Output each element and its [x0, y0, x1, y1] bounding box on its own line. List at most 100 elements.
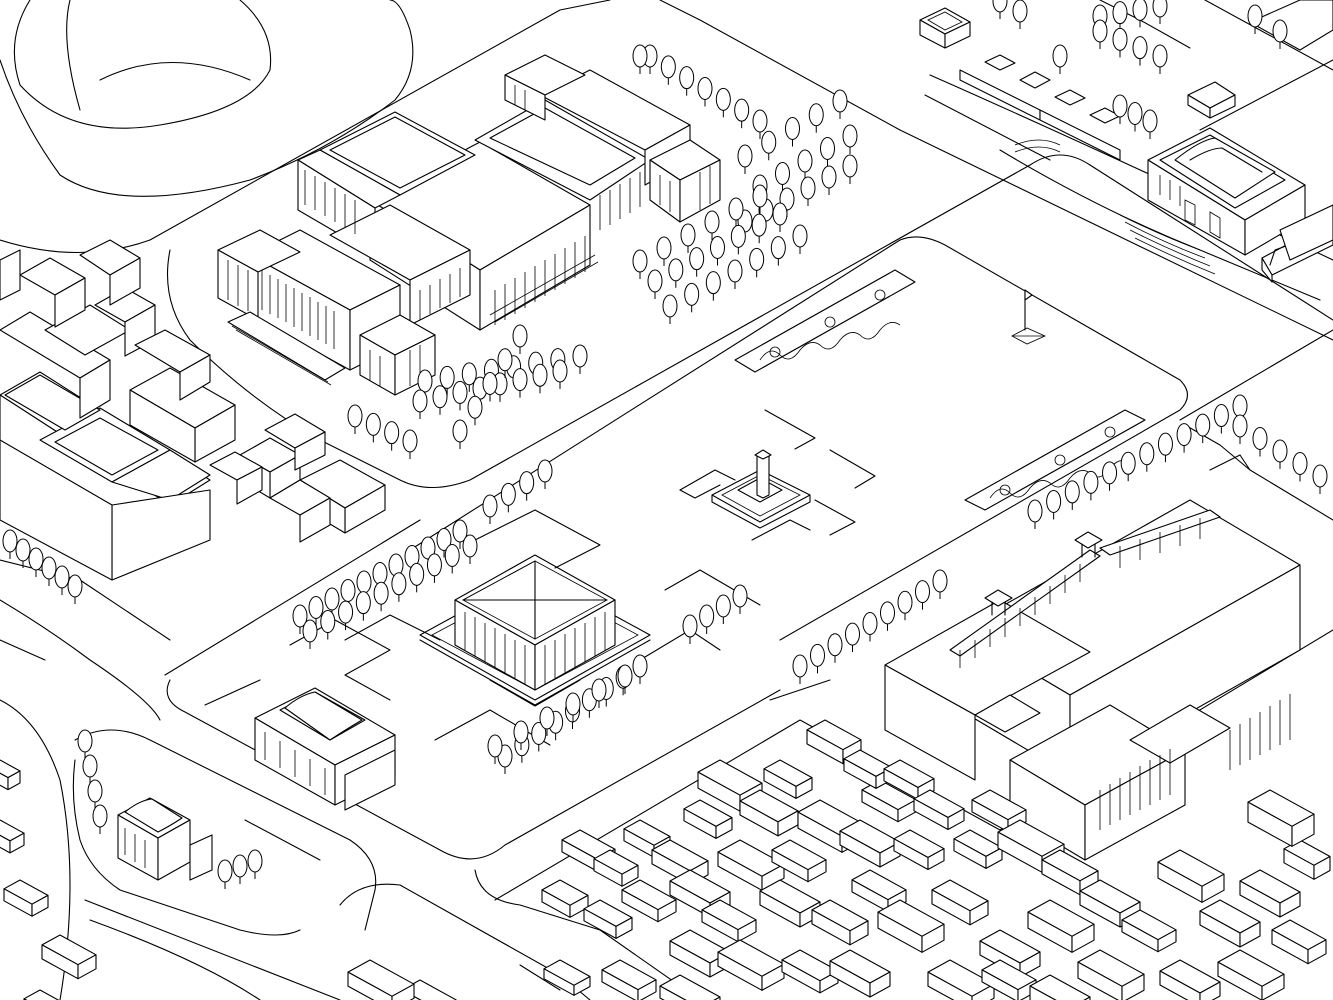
tree-icon: [92, 804, 108, 835]
tree-icon: [67, 574, 83, 605]
tree-icon: [1152, 0, 1168, 25]
tree-icon: [391, 572, 407, 603]
tree-icon: [1157, 432, 1173, 463]
tree-icon: [1112, 94, 1128, 125]
tree-icon: [749, 247, 765, 278]
tree-icon: [800, 176, 816, 207]
tree-icon: [482, 494, 498, 525]
tree-icon: [2, 529, 18, 560]
tree-icon: [632, 44, 648, 75]
tree-icon: [770, 236, 786, 267]
tree-icon: [532, 363, 548, 394]
tree-icon: [500, 482, 516, 513]
tree-icon: [537, 459, 553, 490]
tree-icon: [682, 614, 698, 645]
tree-icon: [732, 584, 748, 615]
tree-icon: [715, 87, 731, 118]
tree-icon: [1195, 413, 1211, 444]
tree-icon: [842, 124, 858, 155]
tree-icon: [704, 210, 720, 241]
tree-icon: [1152, 44, 1168, 75]
tree-icon: [1092, 19, 1108, 50]
museum-complex: [885, 425, 1333, 860]
archery-tower-bottom-left: [118, 798, 212, 880]
tree-icon: [217, 859, 233, 890]
tree-icon: [845, 622, 860, 653]
tree-icon: [832, 89, 848, 120]
tree-icon: [689, 247, 705, 278]
tree-icon: [808, 103, 824, 134]
hutong-houses: [0, 720, 1330, 1000]
tree-icon: [715, 594, 731, 625]
tree-icon: [897, 590, 913, 621]
tree-icon: [772, 202, 788, 233]
tree-icon: [41, 556, 57, 587]
tree-icon: [792, 654, 808, 685]
tree-icon: [820, 137, 835, 167]
tree-icon: [699, 604, 715, 635]
tree-icon: [992, 0, 1008, 20]
tree-icon: [1120, 451, 1136, 482]
tree-icon: [552, 359, 568, 390]
tree-icon: [28, 547, 44, 578]
tree-icon: [355, 591, 371, 622]
tree-icon: [302, 619, 318, 650]
tree-icon: [384, 421, 400, 452]
tree-icon: [1127, 102, 1143, 132]
tree-icon: [232, 854, 248, 885]
tree-icon: [1252, 427, 1268, 457]
tree-icon: [785, 117, 800, 147]
tree-icon: [797, 149, 813, 180]
tree-icon: [1064, 480, 1080, 511]
tree-icon: [1142, 109, 1158, 140]
tree-icon: [1027, 499, 1043, 530]
tree-icon: [338, 600, 354, 631]
tree-icon: [444, 543, 460, 574]
plaza-lawn-strips: [735, 270, 1145, 510]
tree-icon: [452, 380, 468, 411]
tree-icon: [320, 610, 336, 641]
tree-icon: [1012, 0, 1028, 30]
great-hall-complex: [218, 55, 720, 395]
tree-icon: [1176, 423, 1192, 454]
tree-icon: [402, 429, 418, 460]
tree-icon: [737, 144, 753, 175]
tree-icon: [247, 849, 263, 880]
tree-icon: [751, 213, 767, 244]
tree-icon: [1213, 404, 1229, 435]
tree-icon: [1112, 1, 1128, 32]
tree-icon: [409, 562, 425, 593]
tree-icon: [710, 236, 725, 266]
tree-icon: [932, 569, 948, 600]
tree-icon: [734, 98, 750, 129]
tree-icon: [761, 130, 777, 161]
tree-icon: [1046, 489, 1062, 520]
tree-icon: [1232, 414, 1248, 445]
gate-tower-top-right: [920, 0, 1333, 282]
tree-icon: [656, 236, 672, 267]
tree-icon: [1112, 27, 1128, 58]
tree-icon: [1139, 442, 1155, 473]
tree-icon: [821, 165, 837, 196]
tree-icon: [572, 344, 588, 375]
tree-icon: [426, 553, 442, 584]
tree-icon: [632, 654, 648, 685]
tree-icon: [54, 565, 70, 596]
tree-icon: [412, 389, 428, 420]
tree-icon: [519, 471, 535, 502]
tree-icon: [1312, 464, 1328, 495]
tree-icon: [662, 294, 678, 325]
tree-icon: [1292, 452, 1308, 482]
tree-icon: [647, 269, 663, 300]
tree-icon: [842, 154, 858, 185]
tree-icon: [792, 224, 808, 255]
tree-icon: [365, 412, 381, 443]
tree-icon: [730, 224, 746, 255]
tree-icon: [660, 55, 676, 86]
tree-icon: [684, 282, 700, 313]
tree-icon: [432, 385, 448, 416]
archery-tower-center-left: [255, 688, 395, 810]
tree-icon: [727, 259, 743, 290]
tree-icon: [632, 249, 648, 280]
tree-icon: [347, 404, 363, 435]
